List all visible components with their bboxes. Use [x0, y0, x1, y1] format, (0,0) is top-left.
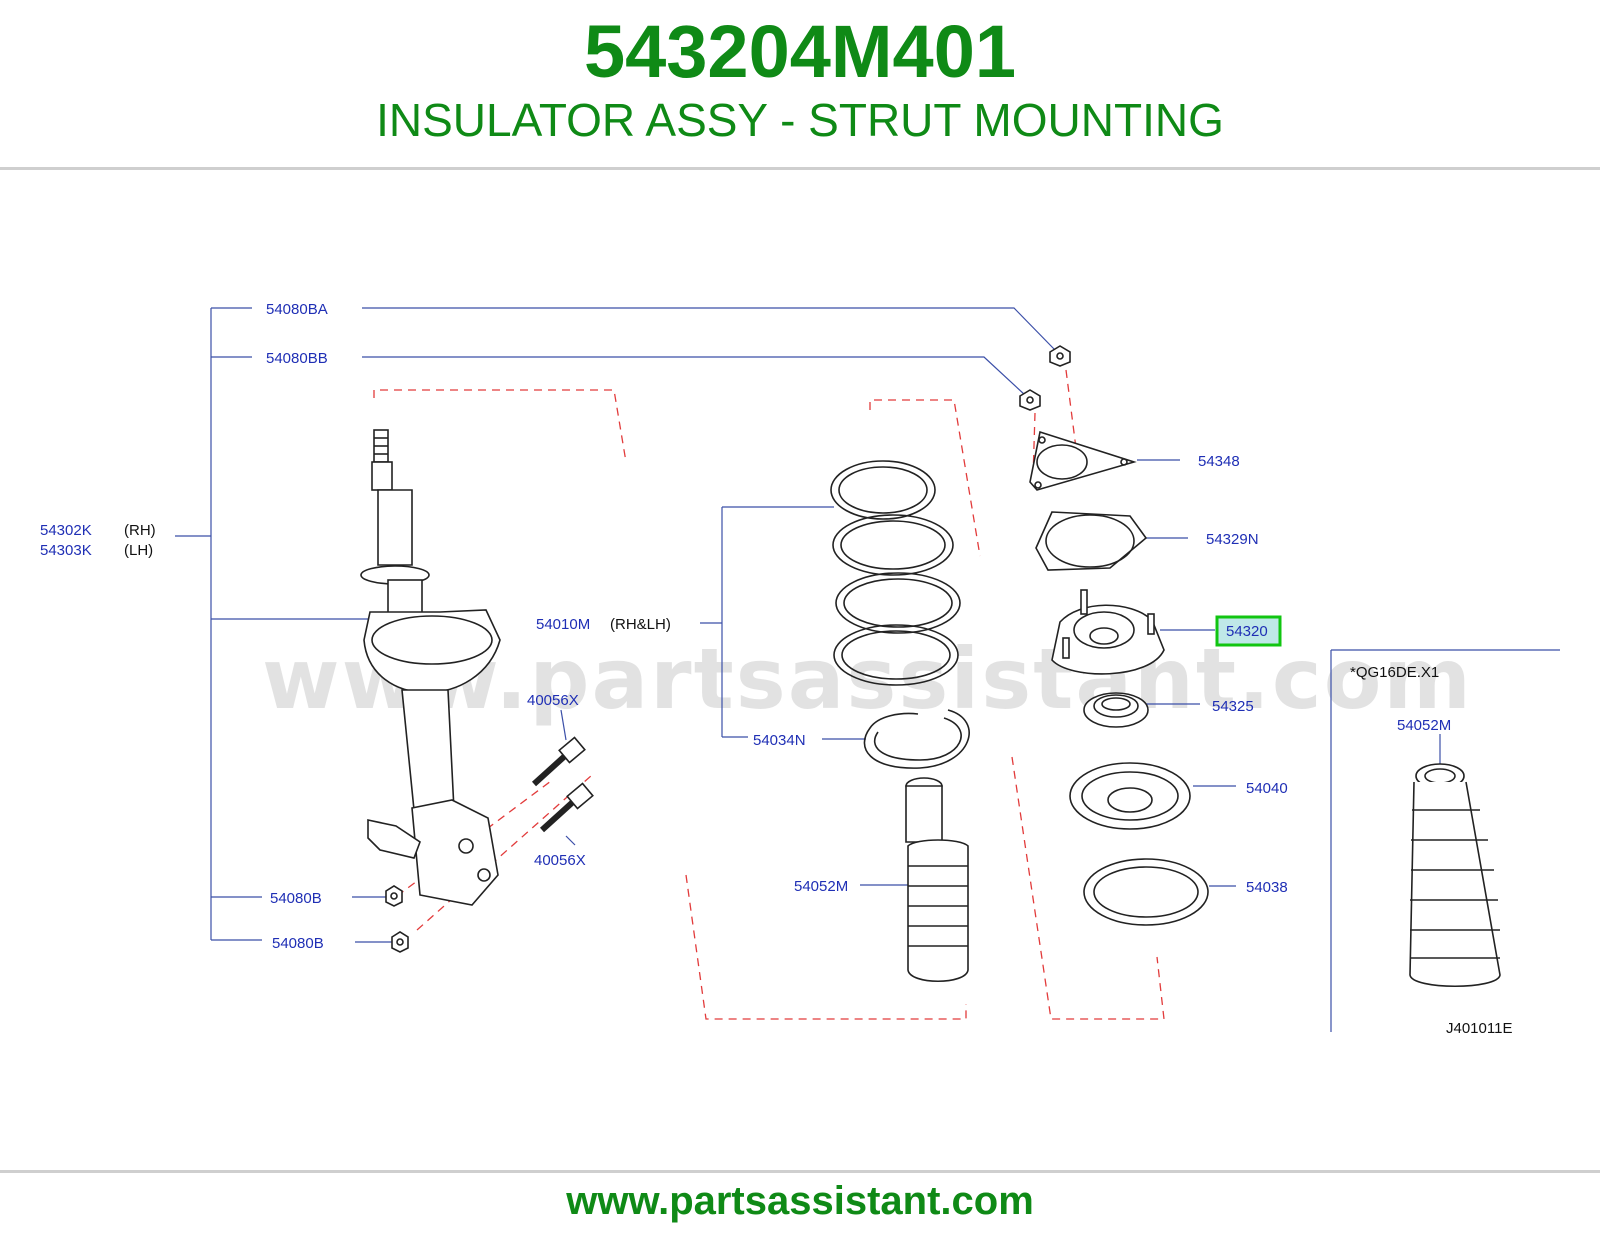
part-name-subtitle: INSULATOR ASSY - STRUT MOUNTING: [376, 94, 1224, 146]
leader-lines: [175, 307, 1560, 1032]
label-54348[interactable]: 54348: [1198, 453, 1240, 470]
gasket-54329n-icon[interactable]: [1035, 511, 1148, 571]
insulator-54320-icon[interactable]: [1051, 589, 1165, 675]
label-54080b-a[interactable]: 54080B: [270, 890, 322, 907]
nut-54080ba-bb-icon[interactable]: [1019, 345, 1071, 411]
mount-plate-54348-icon[interactable]: [1029, 430, 1137, 491]
highlight-54320: [1215, 615, 1282, 647]
label-54302k[interactable]: 54302K: [40, 522, 92, 539]
label-54320[interactable]: 54320: [1226, 623, 1268, 640]
dust-boot-center-icon[interactable]: [905, 777, 969, 983]
strut-assembly-icon[interactable]: [360, 429, 501, 906]
header-divider: [0, 167, 1600, 170]
label-diagram-code: J401011E: [1446, 1020, 1512, 1037]
part-labels[interactable]: 54080BA 54080BB 54302K (RH) 54303K (LH) …: [40, 301, 1512, 1037]
label-40056x-a[interactable]: 40056X: [527, 692, 579, 709]
bearing-54325-icon[interactable]: [1083, 692, 1149, 728]
label-54080bb[interactable]: 54080BB: [266, 350, 328, 367]
label-54034n[interactable]: 54034N: [753, 732, 806, 749]
label-54052m-a[interactable]: 54052M: [794, 878, 848, 895]
label-engine-note: *QG16DE.X1: [1350, 664, 1439, 681]
label-54325[interactable]: 54325: [1212, 698, 1254, 715]
coil-spring-icon[interactable]: [830, 460, 961, 686]
label-54080ba[interactable]: 54080BA: [266, 301, 328, 318]
label-54040[interactable]: 54040: [1246, 780, 1288, 797]
label-54303k-side: (LH): [124, 542, 153, 559]
footer-divider: [0, 1170, 1600, 1173]
part-number-title: 543204M401: [583, 10, 1017, 93]
label-54010m-side: (RH&LH): [610, 616, 671, 633]
dust-boot-right-icon[interactable]: [1409, 763, 1501, 987]
label-54038[interactable]: 54038: [1246, 879, 1288, 896]
bolt-40056x-icon[interactable]: [531, 736, 594, 833]
rubber-seat-54038-icon[interactable]: [1083, 858, 1209, 926]
footer-website-link[interactable]: www.partsassistant.com: [566, 1179, 1034, 1223]
label-54080b-b[interactable]: 54080B: [272, 935, 324, 952]
nut-54080b-icon[interactable]: [385, 885, 409, 953]
spring-seat-54040-icon[interactable]: [1069, 762, 1191, 830]
label-54303k[interactable]: 54303K: [40, 542, 92, 559]
label-54052m-b[interactable]: 54052M: [1397, 717, 1451, 734]
label-40056x-b[interactable]: 40056X: [534, 852, 586, 869]
label-54010m[interactable]: 54010M: [536, 616, 590, 633]
label-54329n[interactable]: 54329N: [1206, 531, 1259, 548]
spring-seat-54034n-icon[interactable]: [863, 709, 970, 769]
label-54302k-side: (RH): [124, 522, 156, 539]
